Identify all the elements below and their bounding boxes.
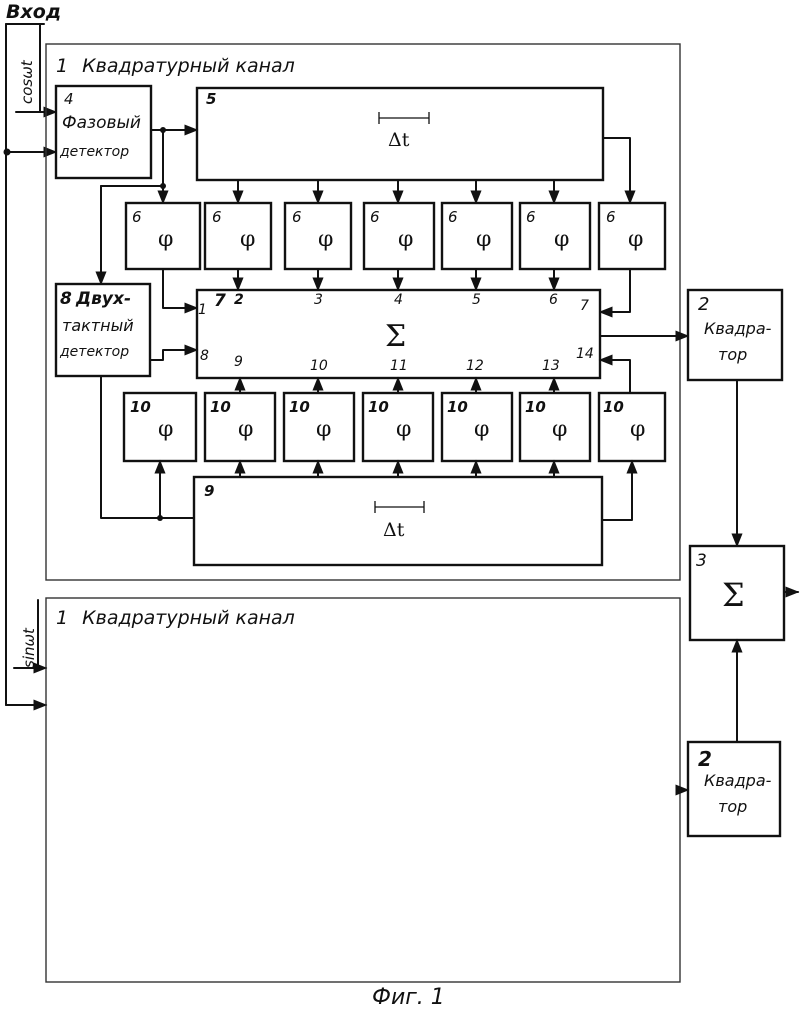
phi-bottom-3-number: 10 [289, 398, 310, 416]
phi-top-6: 6 φ [520, 203, 590, 269]
squarer-bottom-number: 2 [698, 747, 712, 771]
phi-bottom-2-number: 10 [210, 398, 231, 416]
phi-bottom-7-number: 10 [603, 398, 624, 416]
channel-bottom-number: 1 [56, 607, 68, 629]
phi-bottom-6: 10 φ [520, 393, 590, 461]
phi-bottom-4: 10 φ [363, 393, 433, 461]
phi-top-2-symbol: φ [240, 227, 255, 252]
phi-top-4-number: 6 [370, 208, 380, 226]
pushpull-to-adder [150, 350, 197, 360]
delay-line-bottom-number: 9 [204, 482, 214, 500]
delay-line-top-number: 5 [206, 90, 216, 108]
phi-bottom-5: 10 φ [442, 393, 512, 461]
phi-bottom-1-symbol: φ [158, 417, 173, 442]
phi-bottom-2: 10 φ [205, 393, 275, 461]
phi-top-2-number: 6 [212, 208, 222, 226]
phi-top-3: 6 φ [285, 203, 351, 269]
phi-bottom-4-number: 10 [368, 398, 389, 416]
phi-bottom-1-number: 10 [130, 398, 151, 416]
phase-detector-line2: детектор [59, 144, 129, 160]
pushpull-detector-line3: детектор [59, 344, 129, 360]
adder-in-14: 14 [576, 346, 594, 362]
phi-top-5-symbol: φ [476, 227, 491, 252]
phi-top-3-number: 6 [292, 208, 302, 226]
phi-bottom-6-symbol: φ [552, 417, 567, 442]
squarer-top-line1: Квадра- [704, 319, 772, 338]
squarer-bottom-line1: Квадра- [704, 771, 772, 790]
phi-top-1-symbol: φ [158, 227, 173, 252]
adder-number: 7 [214, 291, 226, 311]
phi-top-3-symbol: φ [318, 227, 333, 252]
phi-bottom-1: 10 φ [124, 393, 196, 461]
squarer-top-line2: тор [718, 345, 747, 364]
phi-top-5: 6 φ [442, 203, 512, 269]
phi-top-4: 6 φ [364, 203, 434, 269]
adder-in-8: 8 [200, 348, 209, 364]
adder-in-12: 12 [466, 358, 484, 374]
channel-bottom-frame [46, 598, 680, 982]
phi-bottom-2-symbol: φ [238, 417, 253, 442]
adder-in-4: 4 [394, 292, 403, 308]
delay-line-top-label: Δt [388, 129, 410, 151]
phi-top-7: 6 φ [599, 203, 665, 269]
adder-in-1: 1 [198, 302, 207, 318]
phi-bottom-5-symbol: φ [474, 417, 489, 442]
phase-detector-line1: Фазовый [62, 113, 141, 133]
figure-caption: Фиг. 1 [372, 985, 445, 1010]
svg-text:1 Квадратурный канал: 1 Квадратурный канал [56, 55, 295, 77]
delay-line-bottom-label: Δt [383, 519, 405, 541]
adder-in-10: 10 [310, 358, 328, 374]
squarer-top-number: 2 [698, 294, 709, 315]
phi-top-7-number: 6 [606, 208, 616, 226]
input-label: Вход [6, 1, 61, 23]
channel-top-title: Квадратурный канал [82, 55, 295, 77]
junction-1 [160, 127, 166, 133]
channel-top-number: 1 [56, 55, 68, 77]
final-adder-sigma: Σ [722, 576, 745, 614]
adder-in-13: 13 [542, 358, 560, 374]
phi-bottom-4-symbol: φ [396, 417, 411, 442]
adder-in-9: 9 [234, 354, 243, 370]
pushpull-detector-line1: Двух- [75, 289, 131, 309]
phi-bottom-5-number: 10 [447, 398, 468, 416]
adder-in-5: 5 [472, 292, 481, 308]
phi-top-7-symbol: φ [628, 227, 643, 252]
pushpull-detector-number: 8 [60, 289, 72, 309]
phi-top-1: 6 φ [126, 203, 200, 269]
adder-in-7: 7 [580, 298, 589, 314]
phi-top-1-number: 6 [132, 208, 142, 226]
phi-top-6-number: 6 [526, 208, 536, 226]
phi-top-4-symbol: φ [398, 227, 413, 252]
svg-text:1 Квадратурный канал: 1 Квадратурный канал [56, 607, 295, 629]
channel-bottom-title: Квадратурный канал [82, 607, 295, 629]
phi-bottom-7: 10 φ [599, 393, 665, 461]
squarer-bottom-line2: тор [718, 797, 747, 816]
adder-in-3: 3 [314, 292, 323, 308]
final-adder-number: 3 [696, 551, 707, 571]
sin-label: sinωt [20, 627, 38, 668]
pushpull-detector-line2: тактный [62, 316, 134, 335]
adder-in-6: 6 [549, 292, 558, 308]
phi-top-2: 6 φ [205, 203, 271, 269]
input-junction [4, 149, 11, 156]
phase-detector-number: 4 [64, 90, 74, 108]
adder-in-11: 11 [390, 358, 408, 374]
phi-bottom-3-symbol: φ [316, 417, 331, 442]
phi-bottom-6-number: 10 [525, 398, 546, 416]
cos-label: cosωt [18, 59, 36, 104]
phi-top-6-symbol: φ [554, 227, 569, 252]
phi-top-5-number: 6 [448, 208, 458, 226]
phi-bottom-7-symbol: φ [630, 417, 645, 442]
adder-sigma: Σ [385, 319, 406, 354]
adder-in-2: 2 [234, 292, 244, 308]
phi-bottom-3: 10 φ [284, 393, 354, 461]
